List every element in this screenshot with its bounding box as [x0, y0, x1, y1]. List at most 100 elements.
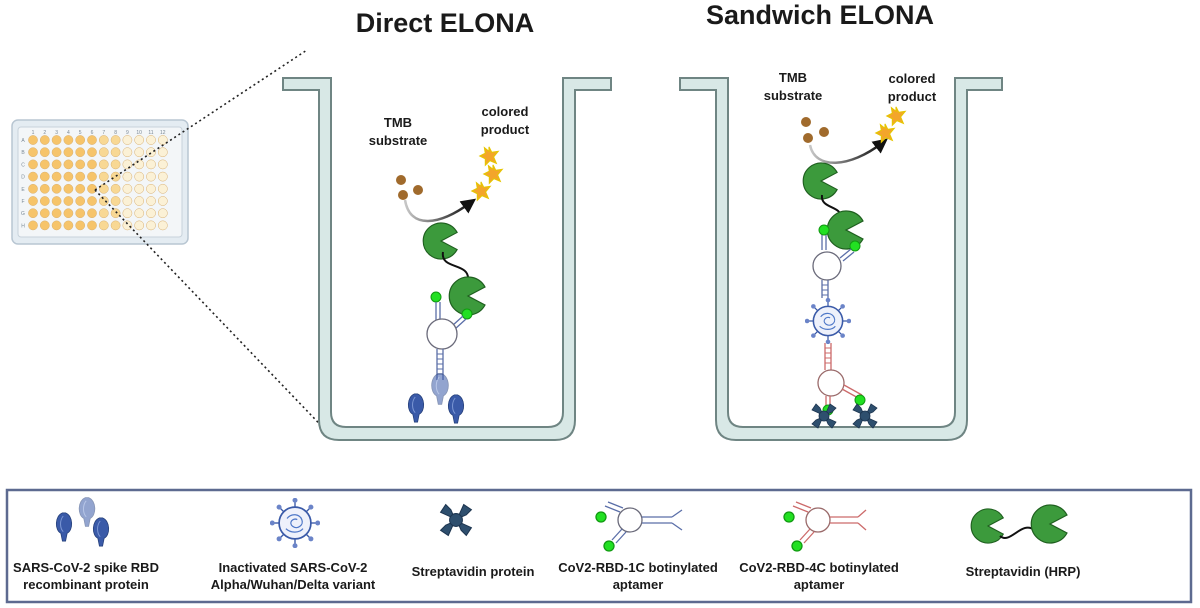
plate-well: [28, 196, 38, 206]
plate-well: [87, 135, 97, 145]
plate-well: [98, 159, 109, 170]
zoom-line-top: [94, 49, 308, 191]
direct-reaction-arrow: [403, 198, 477, 223]
plate-well: [110, 196, 121, 206]
legend: SARS-CoV-2 spike RBD recombinant protein…: [5, 488, 1193, 604]
plate-well: [63, 147, 74, 158]
plate-col-number: 10: [136, 130, 142, 136]
plate-well: [28, 147, 38, 158]
plate-well: [98, 171, 109, 182]
plate-well: [39, 208, 50, 219]
direct-product-star-3: [471, 181, 491, 201]
sandwich-tmb-label-line1: TMB: [779, 70, 807, 85]
plate-well: [51, 171, 62, 182]
plate-well: [39, 147, 50, 158]
sandwich-colored-label-line1: colored: [889, 71, 936, 86]
plate-well: [75, 147, 86, 158]
plate-well: [87, 220, 97, 231]
plate-well: [146, 147, 156, 158]
plate-well: [98, 196, 109, 206]
plate-well: [75, 183, 86, 194]
plate-well: [157, 159, 168, 170]
plate-well: [122, 171, 133, 182]
plate-well: [110, 171, 121, 182]
sandwich-elona-title: Sandwich ELONA: [706, 0, 934, 30]
sandwich-streptavidin-right: [852, 403, 878, 429]
plate-well: [63, 196, 74, 206]
plate-well: [75, 208, 86, 219]
plate-well: [51, 208, 62, 219]
plate-col-number: 1: [32, 130, 35, 136]
plate-well: [51, 220, 62, 231]
legend-label-virus-line2: Alpha/Wuhan/Delta variant: [211, 577, 376, 592]
legend-label-aptamer-1c-line2: aptamer: [613, 577, 664, 592]
sandwich-well: [679, 77, 1003, 441]
legend-label-aptamer-4c-line1: CoV2-RBD-4C botinylated: [739, 560, 899, 575]
plate-well: [98, 135, 109, 145]
plate-well: [63, 171, 74, 182]
legend-hrp-icon: [970, 504, 1068, 544]
plate-well: [75, 220, 86, 231]
plate-well: [122, 208, 133, 219]
plate-well: [122, 183, 133, 194]
legend-box: [5, 488, 1193, 604]
plate-well: [110, 159, 121, 170]
direct-rbd-protein-light: [431, 373, 449, 405]
plate-well: [122, 147, 133, 158]
plate-well: [122, 159, 133, 170]
plate-well: [134, 171, 145, 182]
plate-well: [87, 196, 97, 206]
sandwich-virus: [805, 298, 851, 344]
direct-tmb-label-line1: TMB: [384, 115, 412, 130]
direct-colored-label-line2: product: [481, 122, 530, 137]
legend-label-virus-line1: Inactivated SARS-CoV-2: [219, 560, 368, 575]
plate-row-letter: G: [21, 211, 25, 217]
plate-well: [110, 183, 121, 194]
plate-well: [110, 208, 121, 219]
plate-well: [75, 196, 86, 206]
plate-well: [39, 220, 50, 231]
plate-well: [134, 159, 145, 170]
plate-well: [51, 183, 62, 194]
plate-well: [98, 183, 109, 194]
legend-aptamer-1c-icon: [595, 501, 683, 552]
sandwich-hrp-enzyme: [802, 162, 838, 200]
sandwich-colored-label-line2: product: [888, 89, 937, 104]
plate-well: [87, 171, 97, 182]
plate-well: [51, 196, 62, 206]
plate-well: [157, 196, 168, 206]
sandwich-reaction-arrow: [808, 138, 888, 164]
direct-tmb-dots: [396, 175, 423, 200]
plate-well: [157, 171, 168, 182]
plate-well: [122, 196, 133, 206]
plate-well: [134, 183, 145, 194]
direct-elona-title: Direct ELONA: [356, 8, 535, 38]
plate-col-number: 4: [67, 130, 70, 136]
plate-col-number: 2: [43, 130, 46, 136]
plate-well: [51, 159, 62, 170]
plate-col-number: 6: [91, 130, 94, 136]
plate-well: [87, 183, 97, 194]
legend-label-rbd-line2: recombinant protein: [23, 577, 149, 592]
direct-hrp-enzyme: [422, 222, 458, 260]
legend-label-hrp: Streptavidin (HRP): [966, 564, 1081, 579]
plate-well: [87, 147, 97, 158]
plate-well: [39, 171, 50, 182]
plate-well: [146, 135, 156, 145]
plate-well: [146, 171, 156, 182]
plate-col-number: 3: [55, 130, 58, 136]
legend-label-streptavidin: Streptavidin protein: [412, 564, 535, 579]
plate-well: [63, 183, 74, 194]
plate-well: [39, 196, 50, 206]
plate-well: [110, 220, 121, 231]
sandwich-product-star-2: [875, 123, 895, 143]
plate-well: [157, 208, 168, 219]
direct-rbd-protein-left: [407, 393, 425, 423]
plate-well: [134, 135, 145, 145]
plate-row-letter: B: [21, 150, 25, 156]
legend-aptamer-4c-icon: [783, 501, 867, 552]
plate-row-letter: D: [21, 175, 25, 181]
legend-label-rbd-line1: SARS-CoV-2 spike RBD: [13, 560, 159, 575]
